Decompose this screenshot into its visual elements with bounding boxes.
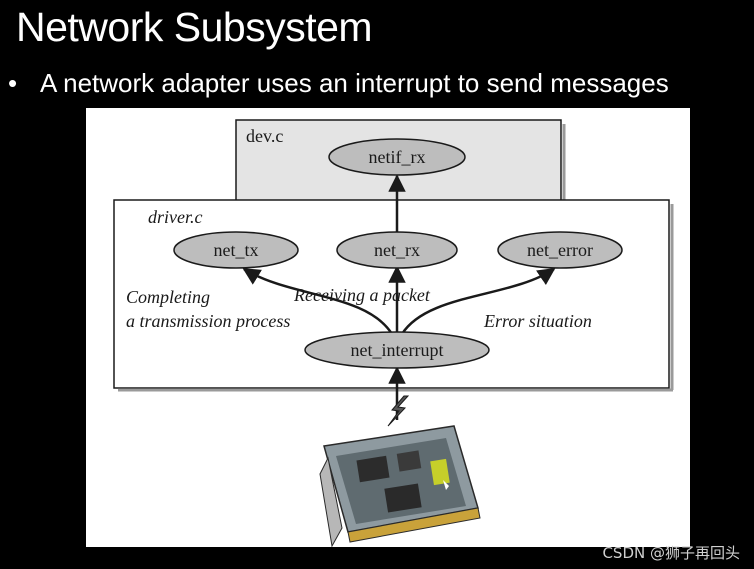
watermark: CSDN @狮子再回头 [602,544,740,562]
bullet-text: A network adapter uses an interrupt to s… [40,68,669,98]
node-net-rx: net_rx [336,231,458,269]
node-netif-rx: netif_rx [328,138,466,176]
node-net-interrupt: net_interrupt [304,331,490,369]
slide-title: Network Subsystem [16,4,373,50]
diagram-figure: dev.c driver.c netif_rx net_tx net_rx ne [86,108,690,547]
node-netif-rx-label: netif_rx [369,147,426,167]
label-completing: Completing [126,287,210,307]
node-net-rx-label: net_rx [374,240,420,260]
network-adapter-card-icon [319,425,481,547]
node-net-error-label: net_error [527,240,593,260]
bullet-point: • A network adapter uses an interrupt to … [8,68,669,99]
bullet-marker: • [8,68,18,98]
label-error-situation: Error situation [483,311,592,331]
node-net-error: net_error [497,231,623,269]
diagram-svg: dev.c driver.c netif_rx net_tx net_rx ne [113,119,674,547]
node-net-interrupt-label: net_interrupt [351,340,444,360]
arrow-to-net-error [400,267,556,335]
driver-c-label: driver.c [148,207,202,227]
node-net-tx-label: net_tx [214,240,259,260]
lightning-bolt-icon [387,395,410,427]
node-net-tx: net_tx [173,231,299,269]
label-transmission: a transmission process [126,311,290,331]
arrow-to-net-tx [242,267,394,335]
dev-c-label: dev.c [246,126,283,146]
label-receiving: Receiving a packet [293,285,431,305]
